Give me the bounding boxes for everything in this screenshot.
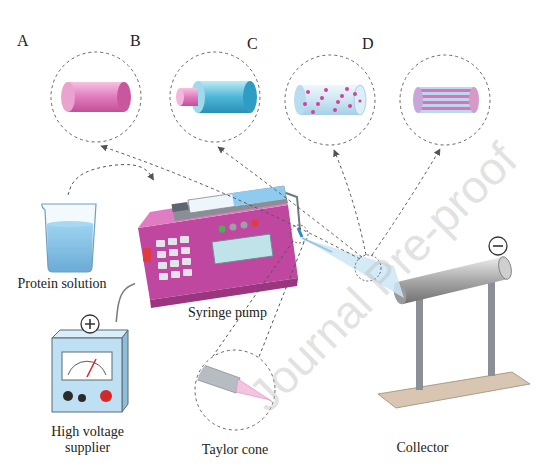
component-label: Collector bbox=[340, 440, 505, 455]
fiber-body bbox=[300, 85, 360, 115]
solution-beaker: Protein solution bbox=[2, 195, 122, 291]
core-shell-fiber bbox=[176, 81, 257, 113]
component-label: High voltage supplier bbox=[30, 424, 145, 455]
indicator-button bbox=[219, 226, 226, 233]
inset-fill bbox=[400, 55, 490, 145]
fiber-inset: D bbox=[360, 35, 495, 150]
beaker bbox=[42, 204, 96, 272]
leader-arrow bbox=[101, 146, 360, 259]
fiber-end bbox=[61, 82, 75, 112]
syringe-plunger bbox=[172, 202, 189, 212]
inset-outline bbox=[245, 35, 380, 150]
needle-tip bbox=[298, 228, 302, 237]
inset-circle bbox=[400, 55, 490, 145]
inset-fill bbox=[170, 52, 260, 142]
knob bbox=[63, 391, 73, 401]
fiber-end bbox=[413, 87, 423, 113]
inset-outline bbox=[360, 35, 495, 150]
drum-end bbox=[497, 255, 514, 280]
liquid-surface bbox=[47, 221, 93, 227]
striped-fiber bbox=[413, 87, 479, 113]
particle-fiber bbox=[294, 85, 366, 115]
fiber-inset: A bbox=[15, 32, 145, 147]
knob bbox=[78, 394, 86, 402]
syringe-pump bbox=[138, 186, 302, 308]
fiber-inset: B bbox=[128, 32, 263, 147]
indicator-button bbox=[241, 222, 248, 229]
leader-arrow bbox=[218, 147, 362, 257]
inset-backgrounds bbox=[51, 52, 490, 145]
fiber-end bbox=[294, 85, 306, 115]
panel-letter: A bbox=[17, 32, 29, 50]
knob bbox=[100, 390, 112, 402]
component-label: Syringe pump bbox=[135, 305, 320, 320]
inset-fill bbox=[51, 52, 141, 142]
minus-sign bbox=[493, 245, 503, 247]
collector-base bbox=[378, 372, 530, 408]
connector bbox=[68, 165, 154, 195]
component-label: Protein solution bbox=[2, 276, 122, 291]
keypad bbox=[156, 236, 192, 280]
panel-letter: B bbox=[130, 32, 141, 50]
shell-end bbox=[243, 81, 257, 113]
fiber-end bbox=[354, 85, 366, 115]
component-label: Taylor cone bbox=[185, 442, 285, 457]
positive-terminal bbox=[81, 315, 99, 333]
connector bbox=[116, 284, 135, 322]
fiber-body bbox=[68, 82, 124, 112]
fiber-body bbox=[418, 87, 474, 113]
meter-face bbox=[62, 352, 112, 380]
fiber-inset: C bbox=[245, 35, 380, 150]
voltage-supplier bbox=[52, 315, 128, 412]
negative-terminal bbox=[489, 237, 507, 255]
panel-letter: D bbox=[362, 35, 374, 53]
syringe-barrel bbox=[188, 186, 286, 213]
inset-circle bbox=[285, 55, 375, 145]
meter-needle bbox=[87, 359, 96, 377]
inset-circle bbox=[170, 52, 260, 142]
jet-stream bbox=[302, 238, 332, 252]
inset-fill bbox=[285, 55, 375, 145]
indicator-button bbox=[230, 224, 237, 231]
pump-base bbox=[150, 278, 298, 308]
beaker-glass bbox=[42, 204, 96, 272]
plain-fiber bbox=[61, 82, 131, 112]
particles bbox=[303, 87, 362, 114]
meter-scale bbox=[68, 361, 106, 375]
leader-arrow bbox=[334, 150, 366, 255]
collector-leg bbox=[488, 280, 495, 376]
fiber-end bbox=[117, 82, 131, 112]
lcd-screen bbox=[212, 234, 273, 264]
collector-leg bbox=[416, 298, 423, 390]
supplier-front bbox=[52, 338, 122, 412]
voltage-supplier: High voltage supplier bbox=[30, 322, 145, 455]
supplier-side bbox=[122, 330, 128, 412]
nozzle bbox=[186, 360, 240, 393]
fiber-stripes bbox=[418, 89, 474, 110]
indicator-button bbox=[252, 220, 259, 227]
power-button bbox=[143, 248, 151, 262]
syringe-liquid bbox=[232, 186, 286, 206]
inset-circle bbox=[51, 52, 141, 142]
inset-outline bbox=[128, 32, 263, 147]
panel-letter: C bbox=[247, 35, 258, 53]
inset-outline bbox=[15, 32, 145, 147]
core-end bbox=[176, 88, 184, 106]
fiber-end bbox=[469, 87, 479, 113]
needle bbox=[286, 193, 300, 230]
shell-body bbox=[198, 81, 250, 113]
plus-sign bbox=[85, 319, 95, 329]
syringe-pump: Syringe pump bbox=[135, 180, 320, 320]
